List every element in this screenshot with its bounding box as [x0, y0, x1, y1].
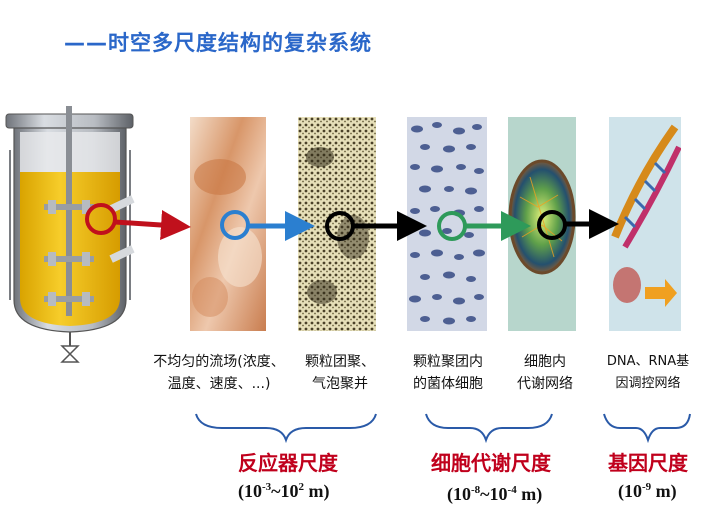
- caption-particle-cluster: 颗粒团聚、 气泡聚并: [300, 351, 380, 395]
- scale-name-gene: 基因尺度: [608, 451, 688, 475]
- scale-range-gene: (10-9 m): [618, 481, 677, 502]
- range-exponent: -9: [642, 481, 652, 493]
- caption-metabolic-network: 细胞内 代谢网络: [510, 351, 580, 395]
- range-text: (10: [238, 481, 262, 501]
- range-exponent: -8: [471, 484, 481, 496]
- range-text: (10: [618, 481, 642, 501]
- flow-field-image: [190, 117, 266, 331]
- range-text: m): [304, 481, 330, 501]
- range-exponent: -4: [507, 484, 517, 496]
- caption-cells: 颗粒聚团内 的菌体细胞: [403, 351, 493, 395]
- brace-cell: [425, 413, 553, 444]
- range-text: m): [516, 484, 543, 504]
- arrow-red: [114, 210, 191, 240]
- caption-line: 温度、速度、...): [167, 376, 271, 392]
- scale-range-cell: (10-8~10-4 m): [447, 484, 542, 505]
- range-text: (10: [447, 484, 471, 504]
- caption-line: 因调控网络: [615, 376, 681, 391]
- caption-line: 不均匀的流场(浓度、: [153, 354, 285, 370]
- focus-circle-black-2: [537, 210, 567, 240]
- focus-circle-green: [437, 211, 467, 241]
- range-text: ~10: [271, 481, 299, 501]
- caption-gene-network: DNA、RNA基 因调控网络: [600, 351, 696, 395]
- range-text: m): [651, 481, 677, 501]
- caption-line: 气泡聚并: [312, 376, 368, 392]
- caption-line: 的菌体细胞: [413, 376, 483, 392]
- caption-line: 代谢网络: [517, 376, 573, 392]
- focus-circle-red: [85, 203, 117, 235]
- caption-line: DNA、RNA基: [606, 354, 690, 369]
- brace-reactor: [195, 413, 377, 444]
- caption-flow-field: 不均匀的流场(浓度、 温度、速度、...): [144, 351, 294, 395]
- focus-circle-blue: [220, 210, 250, 240]
- focus-circle-black-1: [325, 211, 355, 241]
- caption-line: 颗粒团聚、: [305, 354, 375, 370]
- range-text: ~10: [480, 484, 508, 504]
- dna-helix-image: [609, 117, 681, 331]
- caption-line: 颗粒聚团内: [413, 354, 483, 370]
- range-exponent: 2: [298, 481, 305, 493]
- caption-line: 细胞内: [524, 354, 566, 370]
- scale-name-cell: 细胞代谢尺度: [431, 451, 551, 475]
- brace-gene: [603, 413, 691, 444]
- page-title: ——时空多尺度结构的复杂系统: [64, 31, 372, 55]
- scale-range-reactor: (10-3~102 m): [238, 481, 330, 502]
- range-exponent: -3: [262, 481, 272, 493]
- scale-name-reactor: 反应器尺度: [238, 451, 338, 475]
